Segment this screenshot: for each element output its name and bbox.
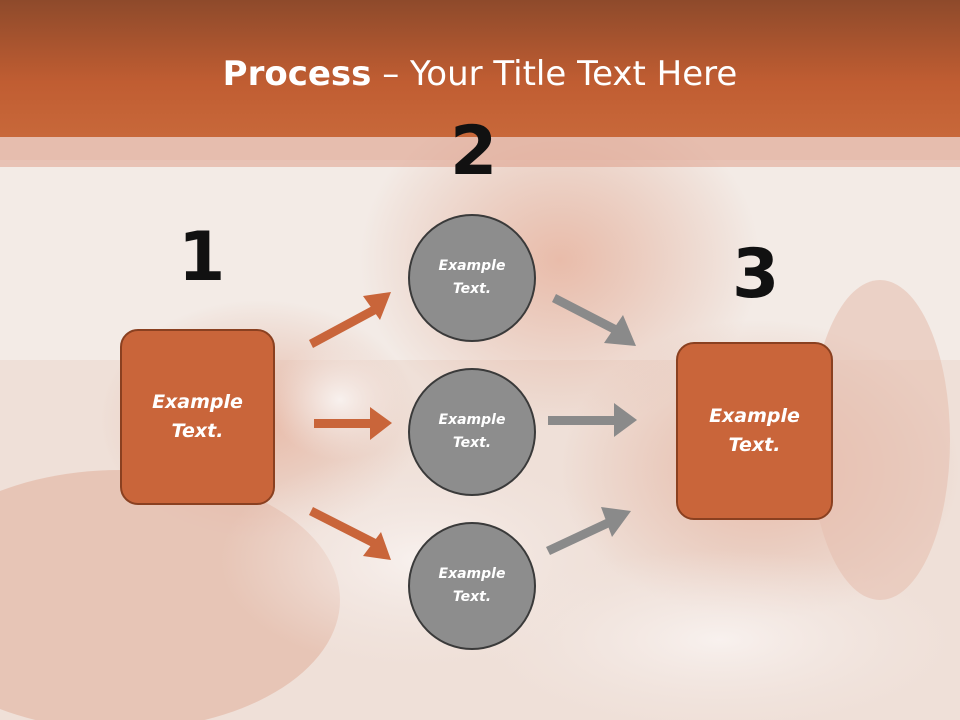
title-bar [0, 0, 960, 137]
circle-bottom-line2: Text. [452, 589, 492, 605]
arrow-to-top-circle [309, 292, 391, 348]
arrow-to-middle-circle [314, 407, 392, 440]
right-box-line2: Text. [728, 434, 781, 456]
circle-middle-line1: Example [438, 412, 506, 428]
title-bar-band [0, 137, 960, 167]
arrow-to-bottom-circle [309, 507, 391, 560]
left-box-line1: Example [152, 391, 243, 413]
step-number-1: 1 [178, 218, 226, 297]
arrow-bottom-to-right-box [546, 507, 631, 555]
step-number-3: 3 [732, 235, 780, 314]
left-box-line2: Text. [171, 420, 224, 442]
circle-top-line2: Text. [452, 281, 492, 297]
slide-title: Process – Your Title Text Here [0, 52, 960, 96]
right-box-line1: Example [709, 405, 800, 427]
title-bold: Process [222, 54, 372, 94]
arrow-middle-to-right-box [548, 403, 637, 437]
circle-bottom-line1: Example [438, 566, 506, 582]
title-rest: Your Title Text Here [410, 54, 738, 94]
circle-middle-line2: Text. [452, 435, 492, 451]
circle-top-line1: Example [438, 258, 506, 274]
title-separator: – [371, 54, 411, 94]
step-number-2: 2 [450, 112, 498, 191]
arrow-top-to-right-box [552, 294, 636, 346]
